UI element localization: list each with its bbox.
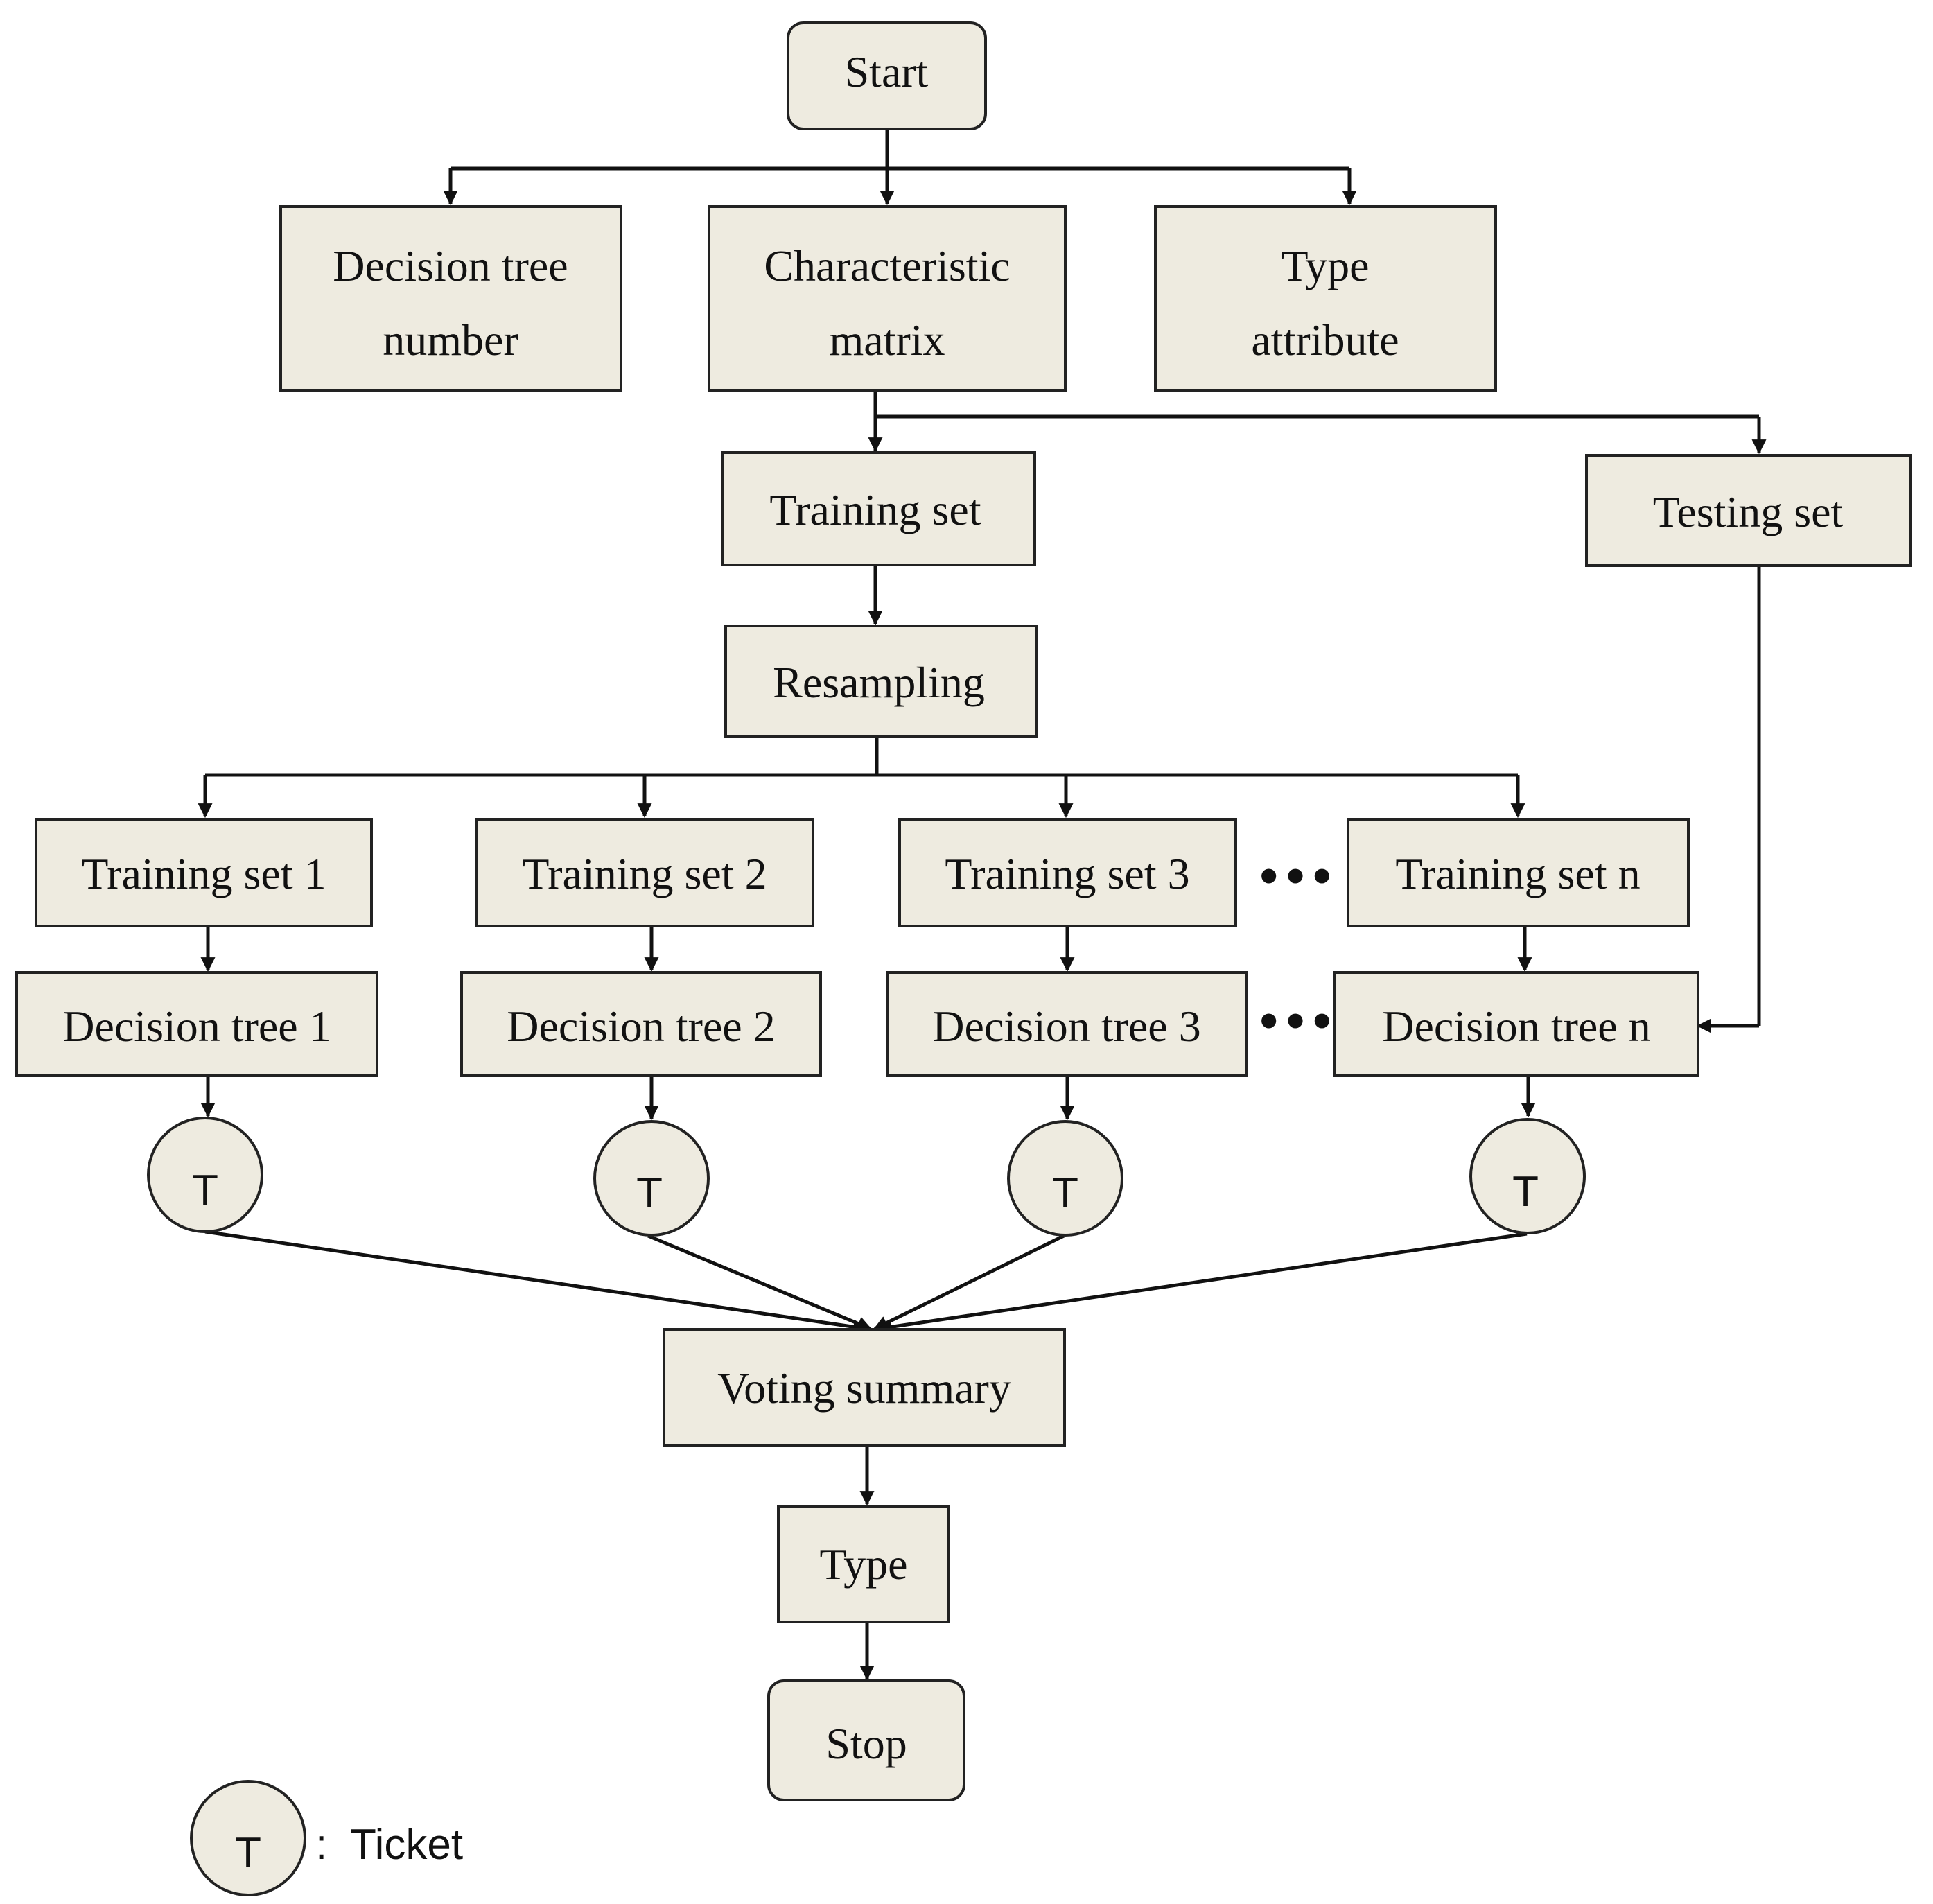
stop-label: Stop xyxy=(825,1719,907,1768)
ticket-2-shape xyxy=(593,1120,710,1237)
start-label: Start xyxy=(845,47,929,96)
testing-set-shape xyxy=(1585,454,1912,567)
edge-ticketn-to-voting xyxy=(877,1232,1528,1334)
decision-tree-number-shape xyxy=(279,205,622,392)
training-set-1-label: Training set 1 xyxy=(81,849,326,898)
decision-tree-2-label: Decision tree 2 xyxy=(507,1002,775,1051)
decision-tree-number-node: Decision tree number xyxy=(279,205,622,392)
decision-tree-number-line2: number xyxy=(383,315,518,365)
ticket-1-shape xyxy=(147,1117,263,1233)
training-set-node: Training set xyxy=(721,451,1036,566)
ticket-1-label: T xyxy=(192,1167,218,1214)
type-node: Type xyxy=(777,1505,950,1623)
ticket-2-node: T xyxy=(593,1120,710,1237)
training-set-2-label: Training set 2 xyxy=(522,849,767,898)
decision-tree-1-label: Decision tree 1 xyxy=(62,1002,331,1051)
training-set-n-label: Training set n xyxy=(1395,849,1640,898)
characteristic-matrix-line1: Characteristic xyxy=(764,241,1010,290)
characteristic-matrix-shape xyxy=(708,205,1067,392)
stop-node: Stop xyxy=(767,1679,965,1801)
resampling-label: Resampling xyxy=(773,658,985,707)
characteristic-matrix-line2: matrix xyxy=(829,315,945,365)
training-set-3-node: Training set 3 xyxy=(898,818,1237,927)
legend-ticket-symbol: T xyxy=(235,1829,261,1877)
decision-tree-number-line1: Decision tree xyxy=(333,241,568,290)
training-set-2-shape xyxy=(475,818,814,927)
type-attribute-shape xyxy=(1154,205,1497,392)
legend-ticket-shape xyxy=(190,1780,306,1896)
voting-summary-node: Voting summary xyxy=(663,1328,1066,1447)
type-attribute-line2: attribute xyxy=(1251,315,1399,365)
characteristic-matrix-node: Characteristic matrix xyxy=(708,205,1067,392)
type-attribute-node: Type attribute xyxy=(1154,205,1497,392)
training-set-2-node: Training set 2 xyxy=(475,818,814,927)
legend-separator: : xyxy=(315,1821,327,1869)
voting-summary-label: Voting summary xyxy=(717,1363,1011,1413)
legend-label: Ticket xyxy=(350,1821,463,1869)
ticket-1-node: T xyxy=(147,1117,263,1233)
legend: T : Ticket xyxy=(190,1780,463,1896)
edge-ticket3-to-voting xyxy=(873,1234,1065,1331)
voting-summary-shape xyxy=(663,1328,1066,1447)
type-shape xyxy=(777,1505,950,1623)
decision-tree-n-label: Decision tree n xyxy=(1382,1002,1650,1051)
edge-ticket1-to-voting xyxy=(204,1230,868,1334)
edge-ticket2-to-voting xyxy=(647,1234,872,1331)
type-attribute-line1: Type xyxy=(1281,241,1369,290)
resampling-node: Resampling xyxy=(724,625,1038,738)
ticket-n-shape xyxy=(1469,1118,1586,1234)
ticket-n-node: T xyxy=(1469,1118,1586,1234)
ellipsis-training-sets: ••• xyxy=(1255,853,1335,902)
decision-tree-3-label: Decision tree 3 xyxy=(932,1002,1200,1051)
stop-shape xyxy=(767,1679,965,1801)
training-set-1-shape xyxy=(35,818,373,927)
decision-tree-2-node: Decision tree 2 xyxy=(460,971,822,1077)
decision-tree-n-node: Decision tree n xyxy=(1333,971,1699,1077)
testing-set-node: Testing set xyxy=(1585,454,1912,567)
type-label: Type xyxy=(819,1539,907,1589)
ticket-3-label: T xyxy=(1052,1169,1078,1217)
training-set-label: Training set xyxy=(769,485,981,534)
ticket-3-shape xyxy=(1007,1120,1123,1237)
connectors xyxy=(198,130,1767,1681)
decision-tree-2-shape xyxy=(460,971,822,1077)
ticket-3-node: T xyxy=(1007,1120,1123,1237)
decision-tree-1-node: Decision tree 1 xyxy=(15,971,378,1077)
ellipsis-decision-trees: ••• xyxy=(1255,998,1335,1047)
ticket-n-label: T xyxy=(1512,1168,1539,1216)
decision-tree-1-shape xyxy=(15,971,378,1077)
decision-tree-n-shape xyxy=(1333,971,1699,1077)
decision-tree-3-node: Decision tree 3 xyxy=(886,971,1248,1077)
training-set-3-shape xyxy=(898,818,1237,927)
training-set-n-node: Training set n xyxy=(1347,818,1690,927)
start-node: Start xyxy=(787,21,987,130)
decision-tree-3-shape xyxy=(886,971,1248,1077)
start-shape xyxy=(787,21,987,130)
training-set-1-node: Training set 1 xyxy=(35,818,373,927)
training-set-shape xyxy=(721,451,1036,566)
training-set-3-label: Training set 3 xyxy=(945,849,1189,898)
testing-set-label: Testing set xyxy=(1653,487,1844,536)
resampling-shape xyxy=(724,625,1038,738)
training-set-n-shape xyxy=(1347,818,1690,927)
ticket-2-label: T xyxy=(636,1169,663,1217)
